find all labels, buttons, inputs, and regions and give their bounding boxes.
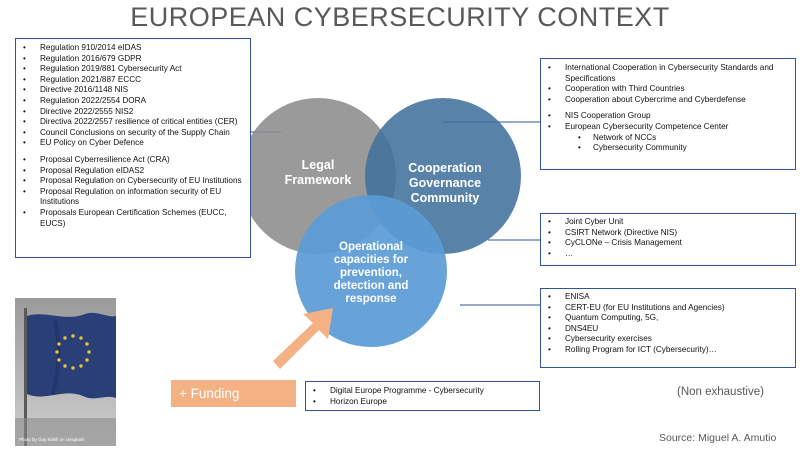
list-item: NIS Cooperation Group: [541, 111, 795, 122]
list-item: Proposal Regulation on information secur…: [16, 187, 250, 208]
list-item: Digital Europe Programme - Cybersecurity: [306, 386, 539, 397]
list-item: Cooperation about Cybercrime and Cyberde…: [541, 95, 795, 106]
list-item: Cooperation with Third Countries: [541, 84, 795, 95]
list-item: Horizon Europe: [306, 397, 539, 408]
list-item: Proposal Cyberresilience Act (CRA): [16, 155, 250, 166]
list-item: Regulation 2022/2554 DORA: [16, 96, 250, 107]
source-note: Source: Miguel A. Amutio: [659, 432, 777, 444]
operational-box: Joint Cyber Unit CSIRT Network (Directiv…: [540, 213, 796, 266]
capacities-list: ENISA CERT-EU (for EU Institutions and A…: [541, 292, 795, 356]
cooperation-box: International Cooperation in Cybersecuri…: [540, 58, 796, 170]
list-item: CyCLONe – Crisis Management: [541, 238, 795, 249]
photo-credit: Photo by Guy Kirkill on Unsplash: [19, 437, 85, 442]
list-item: Council Conclusions on security of the S…: [16, 128, 250, 139]
cooperation-list: International Cooperation in Cybersecuri…: [541, 63, 795, 105]
list-item: CERT-EU (for EU Institutions and Agencie…: [541, 303, 795, 314]
list-item: Directive 2016/1148 NIS: [16, 85, 250, 96]
list-item: CSIRT Network (Directive NIS): [541, 228, 795, 239]
list-item: Directiva 2022/2557 resilience of critic…: [16, 117, 250, 128]
list-subitem: Network of NCCs: [541, 133, 795, 144]
funding-box: Digital Europe Programme - Cybersecurity…: [305, 381, 540, 411]
cooperation-groups-list: NIS Cooperation Group European Cybersecu…: [541, 111, 795, 153]
non-exhaustive-note: (Non exhaustive): [677, 386, 764, 398]
proposals-list: Proposal Cyberresilience Act (CRA) Propo…: [16, 155, 250, 229]
list-item: ENISA: [541, 292, 795, 303]
list-item: Regulation 2019/881 Cybersecurity Act: [16, 64, 250, 75]
list-item: Regulation 910/2014 eIDAS: [16, 43, 250, 54]
capacities-box: ENISA CERT-EU (for EU Institutions and A…: [540, 288, 796, 368]
operational-circle: [295, 195, 447, 347]
operational-list: Joint Cyber Unit CSIRT Network (Directiv…: [541, 217, 795, 259]
list-item: European Cybersecurity Competence Center: [541, 122, 795, 133]
list-item: Regulation 2021/887 ECCC: [16, 75, 250, 86]
funding-label: + Funding: [171, 380, 296, 407]
list-item: Proposal Regulation eIDAS2: [16, 166, 250, 177]
list-item: Rolling Program for ICT (Cybersecurity)…: [541, 345, 795, 356]
list-item: DNS4EU: [541, 324, 795, 335]
list-item: …: [541, 249, 795, 260]
page-title: EUROPEAN CYBERSECURITY CONTEXT: [130, 2, 670, 32]
list-item: EU Policy on Cyber Defence: [16, 138, 250, 149]
list-item: Proposals European Certification Schemes…: [16, 208, 250, 229]
list-item: Joint Cyber Unit: [541, 217, 795, 228]
eu-flag-photo: [15, 298, 116, 446]
list-subitem: Cybersecurity Community: [541, 143, 795, 154]
list-item: Proposal Regulation on Cybersecurity of …: [16, 176, 250, 187]
funding-list: Digital Europe Programme - Cybersecurity…: [306, 386, 539, 407]
list-item: Quantum Computing, 5G,: [541, 313, 795, 324]
list-item: Directive 2022/2555 NIS2: [16, 107, 250, 118]
legal-framework-box: Regulation 910/2014 eIDAS Regulation 201…: [15, 38, 251, 258]
list-item: Cybersecurity exercises: [541, 334, 795, 345]
regulations-list: Regulation 910/2014 eIDAS Regulation 201…: [16, 43, 250, 149]
list-item: International Cooperation in Cybersecuri…: [541, 63, 795, 84]
list-item: Regulation 2016/679 GDPR: [16, 54, 250, 65]
growth-arrow-icon: [273, 308, 333, 369]
